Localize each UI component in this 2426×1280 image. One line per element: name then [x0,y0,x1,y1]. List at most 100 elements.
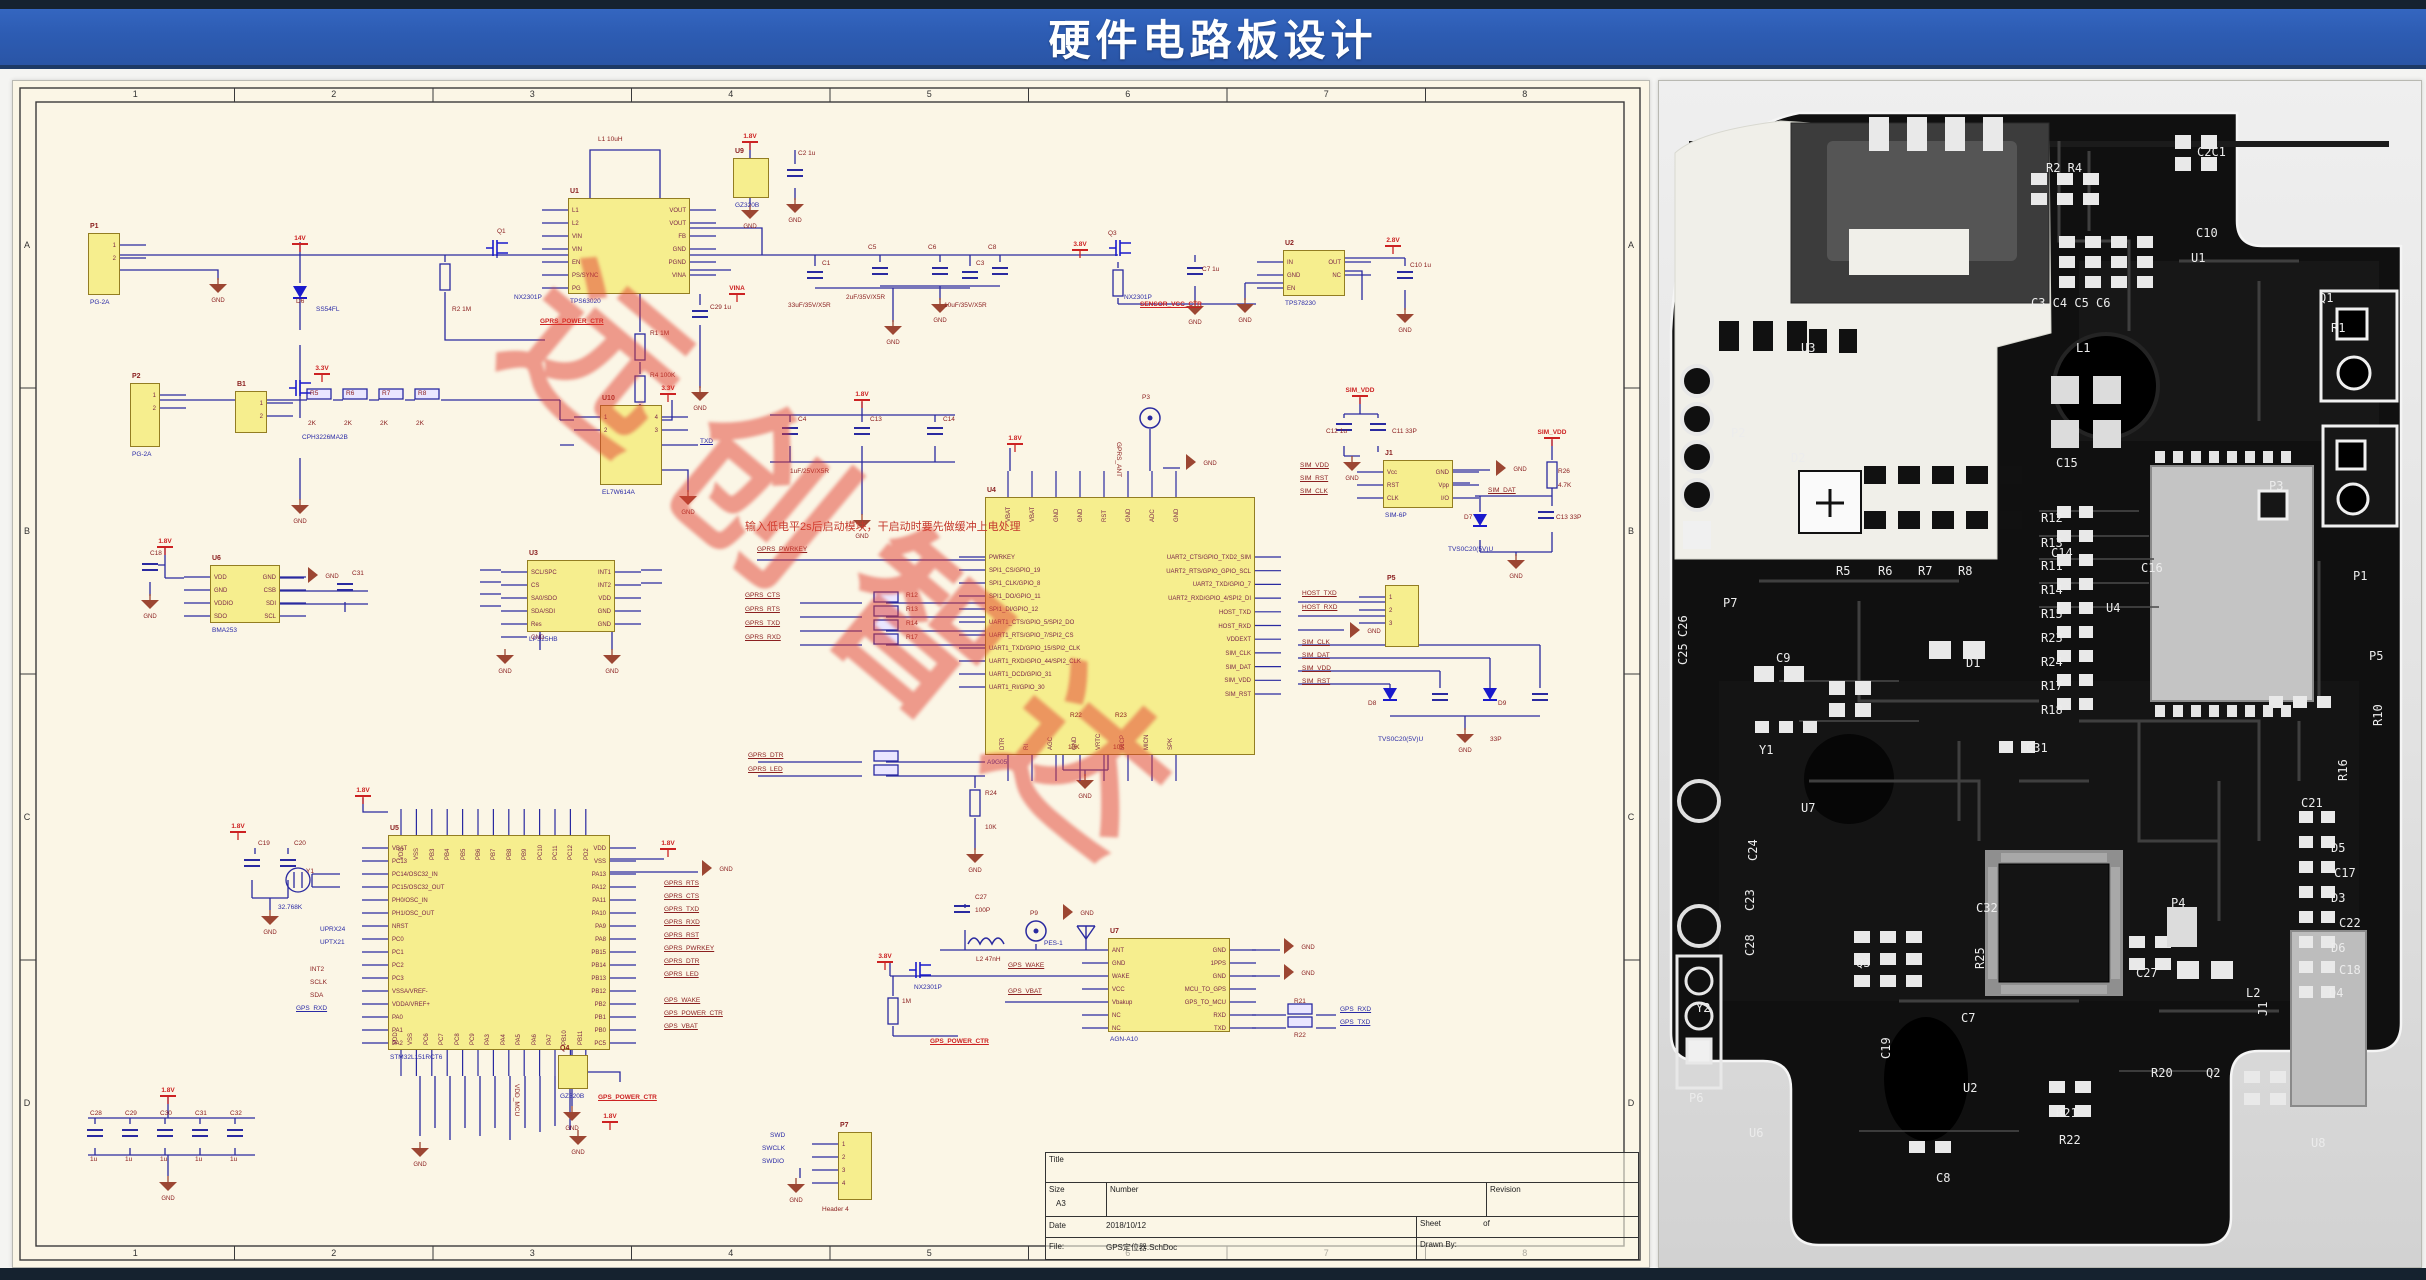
ic-pin: AGC [1048,736,1054,750]
pcb-silkscreen-label: C24 [1746,839,1760,861]
svg-text:C: C [24,812,31,822]
schematic-label: NX2301P [1124,294,1152,301]
schematic-label: GPS_RXD [1340,1006,1372,1013]
schematic-label: UPRX24 [320,926,346,933]
ic-pin: VSS [414,847,421,860]
ic-pin: PA13 [591,872,606,878]
schematic-label: Y1 [306,868,314,875]
schematic-label: C14 [943,416,955,423]
schematic-label: R23 [1115,712,1127,719]
schematic-label: L2 47nH [976,956,1001,963]
schematic-label: GPRS_PWRKEY [664,945,715,952]
ic-pin: HOST_TXD [1218,609,1251,616]
ic-pin: PC0 [392,937,404,943]
ic-pin: GND [1112,961,1126,967]
schematic-label: GPRS_RXD [745,634,781,641]
pcb-silkscreen-label: U3 [1801,341,1816,355]
svg-text:GND: GND [1078,794,1092,800]
ic-pin: VDD [593,846,606,852]
schematic-label: R1 1M [650,330,670,337]
schematic-label: TVS0C20(5V)U [1448,546,1494,553]
pcb-silkscreen-label: C19 [1879,1037,1893,1059]
pcb-silkscreen-label: C2C1 [2197,145,2226,159]
schematic-label: R6 [346,390,355,397]
pcb-silkscreen-label: U2 [1963,1081,1978,1095]
schematic-label: PES-1 [1044,940,1063,947]
pcb-silkscreen-label: D2 [1791,451,1806,465]
svg-text:1.8V: 1.8V [231,823,245,830]
ic-pin: 2 [842,1155,846,1161]
schematic-label: SS54FL [316,306,340,313]
schematic-label: Q3 [1108,230,1117,237]
schematic-label: D7 [1464,514,1473,521]
pcb-silkscreen-label: C18 [2339,963,2361,977]
svg-text:5: 5 [927,89,932,99]
ic-part: GZ320B [735,202,760,209]
schematic-label: D9 [1498,700,1507,707]
pcb-silkscreen-label: C7 [1961,1011,1976,1025]
pcb-silkscreen-label: R15 [2041,607,2063,621]
pcb-silkscreen-label: C9 [1776,651,1791,665]
ic-pin: SDO [214,614,228,620]
pcb-silkscreen-label: C16 [2141,561,2163,575]
schematic-label: SWDIO [762,1158,785,1165]
svg-text:1.8V: 1.8V [158,538,172,545]
tb-number-label: Number [1110,1185,1139,1194]
schematic-label: R17 [906,634,918,641]
schematic-label: C3 [976,260,985,267]
ic-pin: PB1 [594,1015,606,1021]
svg-text:1.8V: 1.8V [855,391,869,398]
ic-pin: PA12 [591,885,606,891]
schematic-label: 1uF/25V/X5R [790,468,830,475]
ic-pin: RXD [1213,1013,1226,1019]
ic-pin: PC12 [568,844,575,860]
title-bar: 硬件电路板设计 [0,9,2426,65]
svg-text:D: D [24,1098,31,1108]
ic-pin: PC2 [392,963,404,969]
ic-ref: U4 [987,487,996,494]
svg-text:D: D [1628,1098,1635,1108]
schematic-label: GPRS_ANT [1115,442,1122,478]
schematic-label: C20 [294,840,306,847]
pcb-silkscreen-label: U8 [2311,1136,2326,1150]
ic-pin: PC7 [439,1033,446,1045]
schematic-label: 1M [902,998,912,1005]
schematic-label: SIM_VDD [1300,462,1329,469]
ic-ref: B1 [237,381,246,388]
schematic-label: P9 [1030,910,1038,917]
ic-ref: P7 [840,1122,849,1129]
pcb-silkscreen-label: C25 [1676,643,1690,665]
pcb-silkscreen-label: U1 [2191,251,2206,265]
ic-pin: PC15/OSC32_OUT [392,885,445,891]
pcb-silkscreen-label: R16 [2336,759,2350,781]
svg-text:3.3V: 3.3V [661,385,675,392]
schematic-label: R26 [1558,468,1570,475]
ic-part: STM32L151RCT6 [390,1054,443,1061]
svg-text:GND: GND [1301,945,1315,951]
ic-pin: PC13 [392,859,408,865]
ic-pin: 3 [1389,621,1393,627]
ic-ref: U9 [735,148,744,155]
ic-pin: PB4 [445,848,452,860]
ic-pin: PGND [668,260,686,266]
ic-ref: U1 [570,188,579,195]
ic-pin: PB7 [491,848,498,860]
schematic-label: 32.768K [278,904,303,911]
ic-pin: VCC [1112,987,1125,993]
schematic-label: GPRS_RXD [664,919,700,926]
schematic-label: INT2 [310,966,325,973]
ic-part: LPS25HB [529,636,558,643]
svg-text:GND: GND [211,298,225,304]
svg-text:GND: GND [1398,328,1412,334]
schematic-label: 1u [230,1156,238,1163]
pcb-silkscreen-label: C23 [1743,889,1757,911]
ic-pin: GND [1212,974,1226,980]
ic-pin: 1 [842,1142,846,1148]
tb-file-label: File: [1049,1242,1065,1251]
ic-pin: 1 [1389,595,1393,601]
ic-pin: UART1_TXD/GPIO_15/SPI2_CLK [989,646,1081,652]
schematic-label: SCLK [310,979,327,986]
